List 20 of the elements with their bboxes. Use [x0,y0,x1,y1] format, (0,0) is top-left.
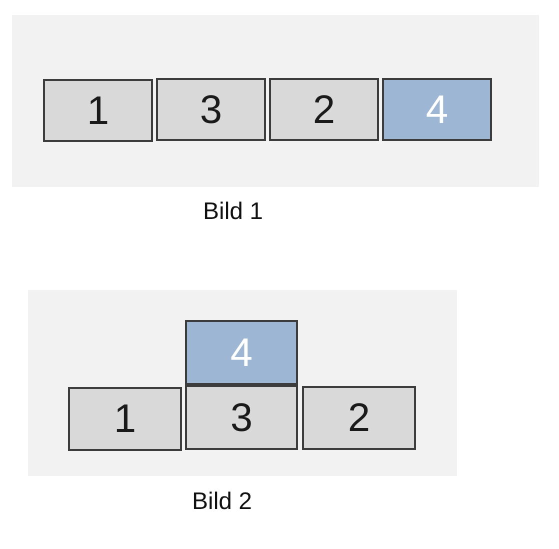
panel [28,290,457,476]
block [382,78,492,141]
panel [12,15,539,187]
block-number: 3 [200,90,222,130]
block-number: 4 [230,332,253,372]
block-number: 1 [114,399,136,439]
block [43,79,153,142]
block [185,385,298,450]
block-number: 1 [86,90,110,130]
block [68,387,182,451]
block-number: 3 [230,398,253,438]
figure-caption: Bild 1 [202,199,264,226]
block-number: 2 [348,398,370,438]
block [269,78,379,141]
block-number: 2 [312,90,336,130]
block-number: 4 [426,90,448,130]
block [302,386,416,450]
figure-caption: Bild 2 [192,489,252,516]
block [156,78,266,141]
block [185,320,298,385]
